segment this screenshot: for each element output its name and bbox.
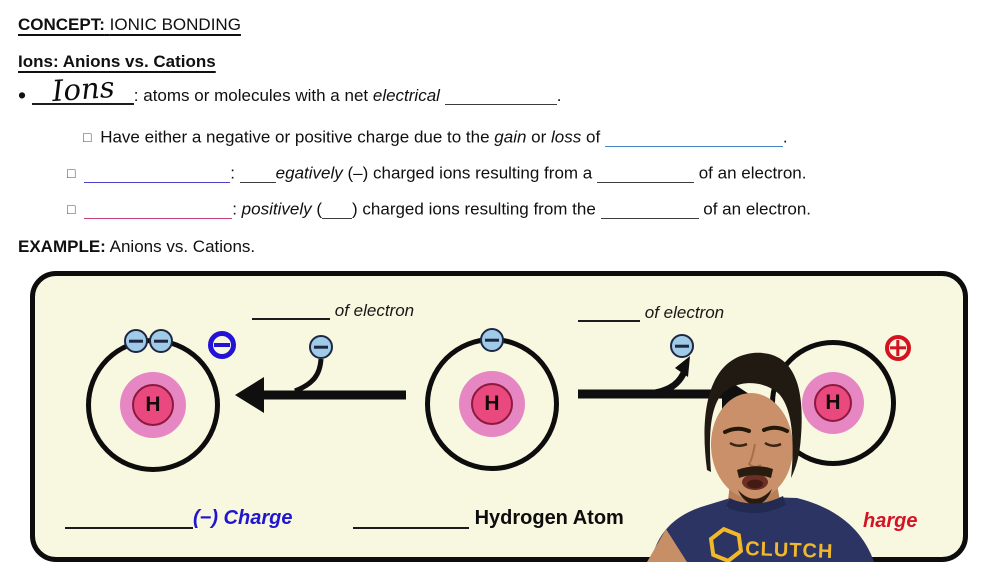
electron-icon — [480, 328, 504, 352]
clutch-hexagon-logo-icon — [708, 526, 744, 562]
minus-icon — [485, 338, 499, 342]
example-line: EXAMPLE: Anions vs. Cations. — [18, 236, 255, 258]
loss-word: loss — [551, 127, 582, 147]
minus-icon — [675, 344, 689, 348]
concept-line: CONCEPT: IONIC BONDING — [18, 14, 241, 36]
loss-blank — [578, 308, 640, 322]
instructor-arm — [647, 529, 687, 562]
neutral-name-blank — [353, 511, 469, 529]
anion-atom: H — [86, 338, 220, 472]
mustache — [737, 466, 773, 478]
element-symbol: H — [471, 383, 513, 425]
example-label: EXAMPLE: — [18, 237, 106, 256]
shirt-collar — [726, 496, 786, 514]
positively-word: positively — [241, 199, 312, 219]
ions-definition-line: • Ions : atoms or molecules with a net el… — [18, 69, 562, 109]
electrical-word: electrical — [372, 86, 440, 105]
instructor-face — [710, 393, 794, 499]
example-diagram: of electron of electron H H H — [30, 271, 968, 562]
anion-name-blank — [65, 511, 193, 529]
negative-charge-label: (−) Charge — [65, 507, 292, 530]
gain-word: gain — [494, 127, 527, 147]
positive-charge-icon — [885, 335, 911, 361]
section-heading: Ions: Anions vs. Cations — [18, 52, 216, 71]
bullet-icon: • — [18, 82, 27, 108]
minus-icon — [129, 339, 143, 343]
clutch-logo-text: CLUTCH — [745, 538, 834, 562]
beard — [738, 489, 772, 506]
element-symbol: H — [814, 384, 852, 422]
negative-charge-icon — [208, 331, 236, 359]
loss-answer-blank — [600, 203, 699, 219]
instructor-shirt — [651, 496, 874, 562]
cation-line: □ : positively () charged ions resulting… — [67, 199, 812, 219]
electron-transfer-label-left: of electron — [252, 301, 414, 321]
plus-sign-blank — [322, 203, 352, 219]
transferred-electron-icon — [309, 335, 333, 359]
n-letter-blank — [239, 167, 276, 183]
anions-term-blank — [84, 167, 231, 183]
egatively-word: egatively — [275, 163, 343, 183]
gain-blank — [252, 306, 330, 320]
element-symbol: H — [132, 384, 174, 426]
electrons-blank — [604, 131, 783, 147]
square-bullet-icon: □ — [83, 129, 92, 145]
instructor-overlay: CLUTCH — [647, 352, 874, 562]
gain-loss-line: □ Have either a negative or positive cha… — [83, 127, 788, 147]
handwritten-answer: Ions — [50, 69, 116, 109]
cation-atom: H — [770, 340, 896, 466]
hydrogen-atom-label: Hydrogen Atom — [353, 507, 624, 530]
gain-answer-blank — [596, 167, 694, 183]
square-bullet-icon: □ — [67, 165, 76, 181]
hydrogen-atom: H — [425, 337, 559, 471]
ions-answer-blank: Ions — [31, 70, 134, 108]
example-title: Anions vs. Cations. — [109, 237, 256, 256]
minus-icon — [154, 339, 168, 343]
eyebrow — [762, 425, 789, 433]
minus-icon — [314, 345, 328, 349]
closed-eye — [729, 441, 748, 447]
eyebrow — [723, 426, 751, 434]
positive-charge-label: harge — [863, 510, 918, 532]
closed-eye — [764, 441, 782, 447]
concept-title: IONIC BONDING — [109, 15, 241, 34]
definition-text: : atoms or molecules with a net — [133, 86, 369, 105]
cations-term-blank — [84, 203, 233, 219]
anion-line: □ : egatively (–) charged ions resulting… — [67, 163, 807, 183]
charge-word-blank — [444, 89, 557, 105]
electron-transfer-label-right: of electron — [578, 303, 724, 323]
electron-icon — [149, 329, 173, 353]
electron-icon — [124, 329, 148, 353]
square-bullet-icon: □ — [67, 201, 76, 217]
concept-label: CONCEPT: — [18, 15, 105, 34]
